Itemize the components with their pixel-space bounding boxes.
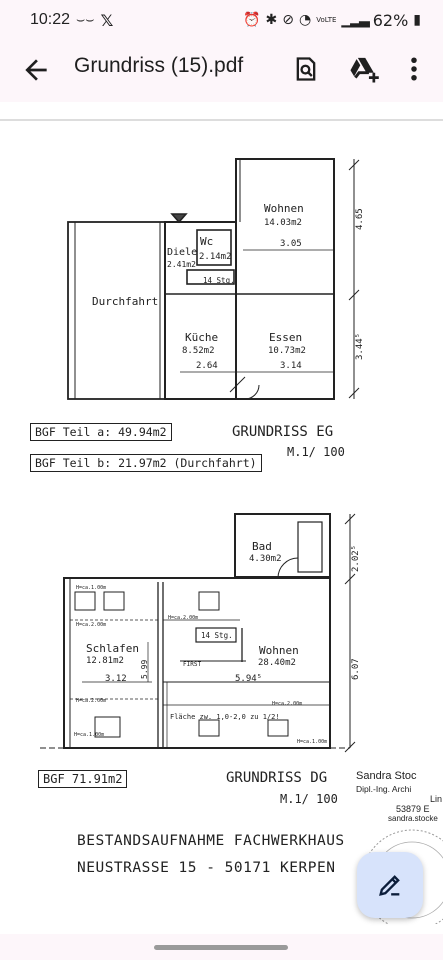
room-durchfahrt: Durchfahrt bbox=[92, 295, 159, 308]
room-wohnen-dg: Wohnen bbox=[259, 644, 299, 657]
dim-wohnen-dg: 5.94⁵ bbox=[235, 674, 263, 684]
more-vert-icon[interactable] bbox=[404, 54, 424, 84]
battery-icon: ▮ bbox=[413, 12, 421, 28]
alarm-icon: ⏰ bbox=[243, 12, 261, 28]
pdf-page: Wohnen 14.03m2 3.05 Wc 2.14m2 Diele 2.41… bbox=[0, 102, 443, 934]
x-app-icon: 𝕏 bbox=[100, 10, 114, 30]
flaeche-note: Fläche zw. 1,0-2,0 zu 1/2! bbox=[170, 713, 280, 721]
room-wc-area: 2.14m2 bbox=[199, 252, 232, 262]
dim-dg-inner: 5.99 bbox=[140, 659, 149, 679]
eg-title: GRUNDRISS EG bbox=[232, 424, 334, 440]
room-diele-area: 2.41m2 bbox=[167, 260, 196, 269]
stamp-line5: sandra.stocke bbox=[388, 814, 438, 823]
first-label: FIRST bbox=[183, 661, 202, 668]
battery-percent: 62% bbox=[372, 10, 409, 30]
arrow-left-icon[interactable] bbox=[20, 54, 52, 86]
status-bar: 10:22 ⌣⌣ 𝕏 ⏰ ✱ ⊘ ◔ VoLTE ▁▂▃ 62% ▮ bbox=[0, 0, 443, 40]
signal-icon: ▁▂▃ bbox=[341, 12, 369, 28]
bgf-teil-b: BGF Teil b: 21.97m2 (Durchfahrt) bbox=[30, 454, 262, 472]
edit-fab-button[interactable] bbox=[357, 852, 423, 918]
dim-essen: 3.14 bbox=[280, 361, 302, 371]
room-wohnen-eg: Wohnen bbox=[264, 202, 304, 215]
search-document-icon[interactable] bbox=[292, 54, 320, 84]
room-schlafen: Schlafen bbox=[86, 642, 139, 655]
bgf-teil-a: BGF Teil a: 49.94m2 bbox=[30, 423, 172, 441]
document-title: Grundriss (15).pdf bbox=[74, 54, 244, 77]
room-schlafen-area: 12.81m2 bbox=[86, 656, 124, 666]
height-note-1: H=ca.1.00m bbox=[76, 585, 107, 591]
stamp-line4: 53879 E bbox=[396, 804, 430, 814]
height-note-5: H=ca.1.00m bbox=[74, 732, 105, 738]
edit-pen-icon bbox=[379, 875, 400, 896]
pdf-viewer[interactable]: Wohnen 14.03m2 3.05 Wc 2.14m2 Diele 2.41… bbox=[0, 102, 443, 934]
room-essen-area: 10.73m2 bbox=[268, 346, 306, 356]
room-bad-area: 4.30m2 bbox=[249, 554, 282, 564]
dim-eg-side-2: 3.44⁵ bbox=[355, 332, 365, 360]
stamp-role: Dipl.-Ing. Archi bbox=[356, 784, 412, 794]
eg-scale: M.1/ 100 bbox=[287, 445, 345, 459]
volte-label: VoLTE bbox=[316, 16, 337, 24]
dim-eg-side-1: 4.65 bbox=[355, 208, 365, 230]
stamp-line3: Lin bbox=[430, 794, 443, 804]
bgf-dg: BGF 71.91m2 bbox=[38, 770, 128, 788]
status-time: 10:22 bbox=[30, 11, 71, 28]
room-wohnen-eg-area: 14.03m2 bbox=[264, 218, 302, 228]
app-bar: Grundriss (15).pdf bbox=[0, 40, 443, 100]
room-kueche-area: 8.52m2 bbox=[182, 346, 215, 356]
architect-stamp: Sandra Stoc Dipl.-Ing. Archi Lin 53879 E… bbox=[356, 770, 443, 840]
mute-icon: ⊘ bbox=[282, 12, 295, 28]
dg-scale: M.1/ 100 bbox=[280, 792, 338, 806]
notification-icon: ⌣⌣ bbox=[76, 12, 95, 28]
gesture-nav-bar bbox=[0, 934, 443, 960]
stairs-eg: 14 Stg. bbox=[203, 276, 235, 285]
height-note-2: H=ca.2.00m bbox=[76, 622, 107, 628]
dim-schlafen: 3.12 bbox=[105, 674, 127, 684]
height-note-6: H=ca.2.00m bbox=[272, 701, 303, 707]
drive-add-icon[interactable] bbox=[348, 54, 380, 84]
dim-kueche: 2.64 bbox=[196, 361, 218, 371]
height-note-4: H=ca.2.00m bbox=[76, 698, 107, 704]
home-gesture-pill[interactable] bbox=[154, 945, 288, 950]
height-note-3: H=ca.2.00m bbox=[168, 615, 199, 621]
wifi-icon: ◔ bbox=[299, 12, 312, 28]
footer-line-2: NEUSTRASSE 15 - 50171 KERPEN bbox=[77, 860, 336, 876]
dim-dg-side-1: 2.02⁵ bbox=[351, 544, 361, 572]
room-bad: Bad bbox=[252, 540, 272, 553]
footer-line-1: BESTANDSAUFNAHME FACHWERKHAUS bbox=[77, 833, 345, 849]
stairs-dg: 14 Stg. bbox=[201, 631, 233, 640]
room-diele: Diele bbox=[167, 247, 198, 258]
room-wohnen-dg-area: 28.40m2 bbox=[258, 658, 296, 668]
room-kueche: Küche bbox=[185, 331, 219, 344]
room-wc: Wc bbox=[200, 235, 214, 248]
bluetooth-icon: ✱ bbox=[265, 12, 278, 28]
dg-title: GRUNDRISS DG bbox=[226, 770, 328, 786]
floor-plan-drawing bbox=[0, 119, 443, 753]
height-note-7: H=ca.1.00m bbox=[297, 739, 328, 745]
room-essen: Essen bbox=[269, 331, 303, 344]
stamp-name: Sandra Stoc bbox=[356, 770, 417, 782]
dim-wohnen-eg: 3.05 bbox=[280, 239, 302, 249]
dim-dg-side-2: 6.07 bbox=[351, 658, 361, 680]
